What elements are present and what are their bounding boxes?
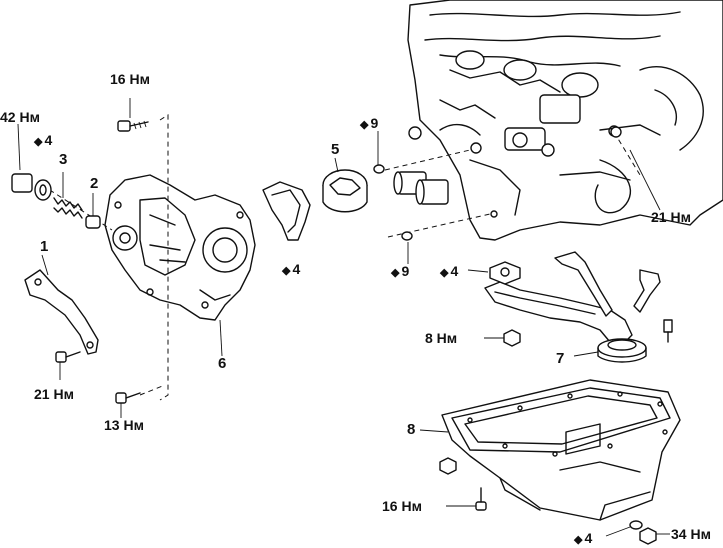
bracket [24, 254, 99, 355]
label-torque-21nm-left: 21 Нм [34, 386, 74, 402]
bolt-16nm-bottom [446, 487, 487, 511]
bolt-21nm-left [55, 351, 81, 380]
nut-8nm [484, 329, 521, 347]
label-gasket-4-mid: ◆4 [282, 261, 301, 277]
label-part-7: 7 [556, 350, 565, 367]
oil-pump-housing [104, 174, 256, 321]
drain-washer [629, 520, 643, 530]
label-torque-16nm-bottom: 16 Нм [382, 498, 422, 514]
label-part-8: 8 [407, 421, 416, 438]
pump-rotor [322, 157, 368, 213]
label-ring-4-left: ◆4 [34, 132, 53, 148]
label-gasket-4-strainer: ◆4 [440, 263, 459, 279]
plug-42nm [11, 123, 33, 193]
label-washer-4-bottom: ◆4 [574, 530, 593, 546]
pump-gasket [262, 181, 311, 241]
diamond-icon: ◆ [391, 267, 400, 279]
diamond-icon: ◆ [282, 265, 291, 277]
label-torque-13nm: 13 Нм [104, 417, 144, 433]
label-torque-21nm-right: 21 Нм [651, 209, 691, 225]
relief-valve [85, 193, 101, 229]
gasket-ring [34, 179, 52, 201]
drain-plug-34nm [639, 527, 670, 545]
pan-nut [439, 457, 457, 475]
diamond-icon: ◆ [360, 119, 369, 131]
label-part-1: 1 [40, 238, 49, 255]
label-part-6: 6 [218, 355, 227, 372]
label-torque-16nm-top: 16 Нм [110, 71, 150, 87]
oil-strainer [484, 251, 673, 363]
o-ring-top [373, 164, 385, 174]
label-torque-42nm: 42 Нм [0, 109, 40, 125]
label-part-2: 2 [90, 175, 99, 192]
diamond-icon: ◆ [34, 136, 43, 148]
label-torque-34nm: 34 Нм [671, 526, 711, 542]
label-part-5: 5 [331, 141, 340, 158]
engine-block [393, 0, 723, 241]
washer-right [610, 126, 622, 138]
label-part-3: 3 [59, 151, 68, 168]
bolt-13nm [115, 392, 141, 418]
oil-pan [419, 379, 681, 521]
diamond-icon: ◆ [440, 267, 449, 279]
diamond-icon: ◆ [574, 534, 583, 546]
label-oring-9-top: ◆9 [360, 115, 379, 131]
relief-spring [53, 172, 83, 219]
label-torque-8nm: 8 Нм [425, 330, 458, 346]
label-oring-9-bottom: ◆9 [391, 263, 410, 279]
o-ring-bottom [401, 231, 413, 241]
bolt-16nm-top [117, 98, 149, 132]
